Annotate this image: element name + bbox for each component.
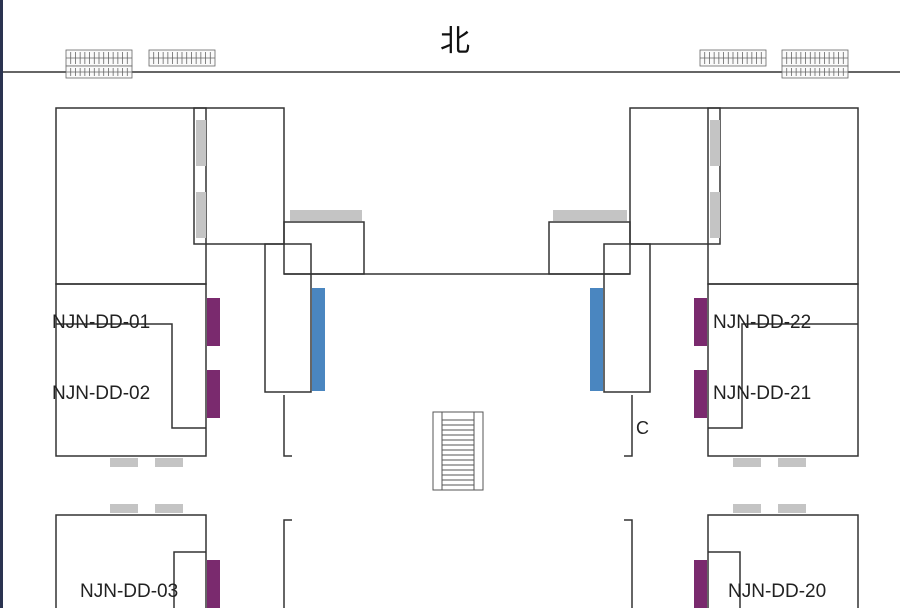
fixture — [710, 192, 720, 238]
fixture — [155, 458, 183, 467]
door-dd-22 — [694, 298, 707, 346]
room-dd-01-02 — [55, 283, 207, 457]
room-left-annex — [193, 107, 285, 245]
fixture — [110, 458, 138, 467]
unit-label: NJN-DD-02 — [52, 383, 151, 404]
unit-label: NJN-DD-22 — [713, 312, 812, 333]
marker-c: C — [636, 418, 649, 438]
fixture — [155, 504, 183, 513]
room-dd-03-inner — [173, 551, 206, 608]
fixture — [553, 210, 627, 221]
fixture — [733, 458, 761, 467]
door-dd-21 — [694, 370, 707, 418]
corridor-right-end — [548, 221, 631, 275]
door-dd-01 — [207, 298, 220, 346]
fixture — [778, 458, 806, 467]
blue-panel-right — [590, 288, 603, 391]
blue-panel-left — [312, 288, 325, 391]
north-label: 北 — [440, 24, 470, 59]
fixture — [290, 210, 362, 221]
pillar-right — [603, 243, 651, 393]
fixture — [196, 192, 206, 238]
pillar-left — [264, 243, 312, 393]
room-dd-03 — [55, 514, 207, 608]
unit-label: NJN-DD-01 — [52, 312, 151, 333]
room-left-top — [55, 107, 207, 285]
unit-label: NJN-DD-21 — [713, 383, 812, 404]
gate-right-lower — [624, 519, 633, 608]
unit-label: NJN-DD-03 — [80, 581, 179, 602]
fixture — [778, 504, 806, 513]
room-dd-22-inner — [708, 323, 858, 429]
room-dd-20 — [707, 514, 859, 608]
escalator-icon — [432, 411, 484, 491]
fixture — [196, 120, 206, 166]
gate-right-upper — [624, 395, 633, 457]
fixture — [733, 504, 761, 513]
room-right-annex — [629, 107, 721, 245]
door-dd-20 — [694, 560, 707, 608]
door-dd-03 — [207, 560, 220, 608]
door-dd-02 — [207, 370, 220, 418]
gate-icon — [65, 49, 849, 79]
left-edge-strip — [0, 0, 3, 608]
room-dd-20-inner — [708, 551, 741, 608]
unit-label: NJN-DD-20 — [728, 581, 827, 602]
fixture — [710, 120, 720, 166]
room-right-top — [707, 107, 859, 285]
gate-left-upper — [283, 395, 292, 457]
gate-left-lower — [283, 519, 292, 608]
fixture — [110, 504, 138, 513]
room-dd-21-22 — [707, 283, 859, 457]
room-dd-01-inner — [56, 323, 206, 429]
corridor-left-end — [283, 221, 365, 275]
